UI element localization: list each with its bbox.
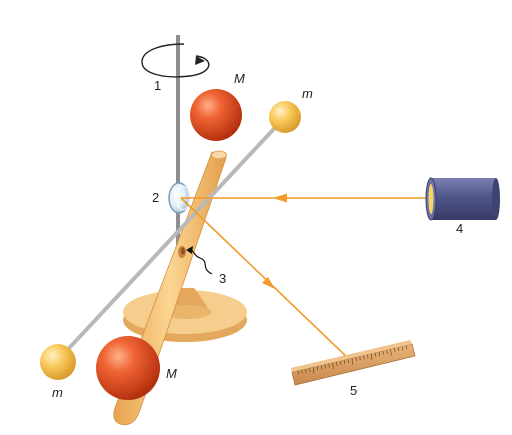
large-mass-top <box>190 89 242 141</box>
scale-tick <box>367 354 369 359</box>
scale-tick <box>374 353 377 357</box>
scale-tick <box>405 345 408 350</box>
label-scale: 5 <box>350 383 357 398</box>
light-beam-reflected <box>180 197 351 361</box>
scale-tick <box>301 370 303 374</box>
scale-tick <box>347 359 350 363</box>
scale-tick <box>309 368 311 372</box>
label-light-source: 4 <box>456 221 463 236</box>
scale-tick <box>370 353 373 361</box>
small-mass-top <box>269 101 301 133</box>
light-beam-incoming <box>181 193 427 203</box>
torsion-wire-marker <box>178 246 186 258</box>
label-large-mass-bottom: M <box>166 366 177 381</box>
rotation-arrow-icon <box>141 43 210 78</box>
arrowhead-icon <box>262 277 275 289</box>
light-source <box>425 177 500 221</box>
stand-base <box>123 288 247 342</box>
label-fiber: 1 <box>154 78 161 93</box>
scale-tick <box>324 364 326 369</box>
scale-tick <box>320 365 323 370</box>
scale-tick <box>351 358 353 365</box>
scale-tick <box>336 362 338 366</box>
scale-tick <box>305 369 307 373</box>
scale-tick <box>394 348 396 353</box>
torsion-wire-leader <box>187 249 213 275</box>
scale-tick <box>328 363 330 368</box>
label-small-mass-bottom: m <box>52 385 63 400</box>
torsion-rod <box>56 115 287 362</box>
scale-ruler <box>291 340 416 386</box>
scale-tick <box>340 361 342 365</box>
scale-tick <box>316 366 319 371</box>
label-torsion-wire: 3 <box>219 271 226 286</box>
scale-tick <box>390 349 392 356</box>
arrowhead-icon <box>273 193 287 203</box>
scale-tick <box>332 362 334 370</box>
mirror <box>168 182 190 214</box>
scale-tick <box>382 351 384 355</box>
scale-tick <box>363 355 365 360</box>
label-mirror: 2 <box>152 190 159 205</box>
scale-tick <box>401 346 404 351</box>
scale-tick <box>378 352 381 356</box>
scale-ticks <box>297 345 408 375</box>
small-mass-bottom <box>40 344 76 380</box>
scale-tick <box>386 350 388 354</box>
scale-tick <box>312 367 315 374</box>
scale-tick <box>398 347 400 352</box>
scale-tick <box>297 371 299 375</box>
scale-tick <box>355 357 357 362</box>
scale-tick <box>359 356 361 361</box>
large-mass-bottom <box>96 336 160 400</box>
label-small-mass-top: m <box>302 86 313 101</box>
scale-tick <box>343 360 346 364</box>
label-large-mass-top: M <box>234 71 245 86</box>
